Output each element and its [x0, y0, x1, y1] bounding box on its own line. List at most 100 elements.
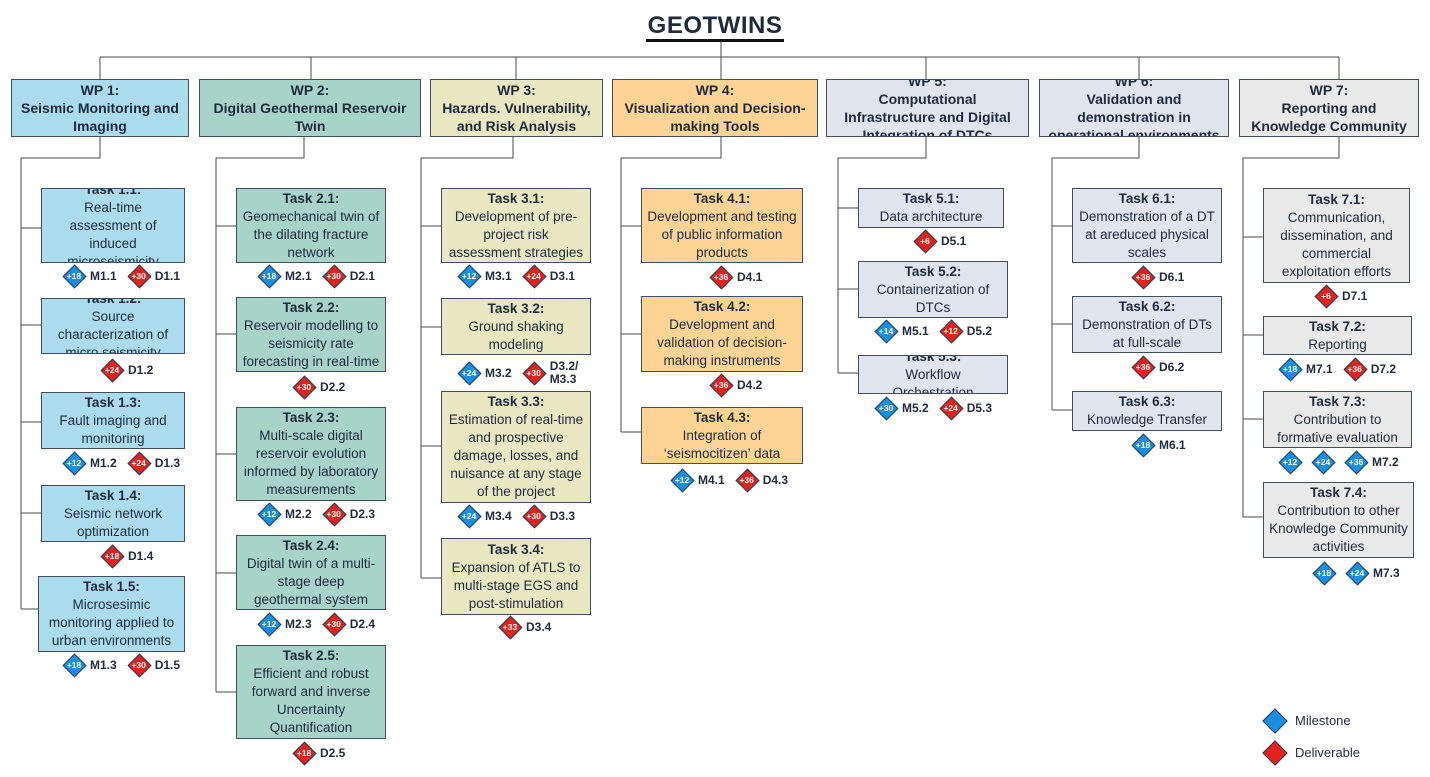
task-3-1: Task 3.1:Development of pre-project risk…: [441, 188, 591, 263]
deliverable-icon: +30: [292, 375, 316, 399]
task-4-3: Task 4.3:Integration of ‘seismocitizen’ …: [641, 407, 803, 464]
diagram-title: GEOTWINS: [0, 12, 1430, 42]
deliverable-icon: +18: [292, 741, 316, 765]
deliverable-icon: +24: [127, 451, 151, 475]
milestone-icon: +12: [457, 264, 481, 288]
deliverable-icon: +30: [322, 502, 346, 526]
deliverable-icon: +36: [1131, 265, 1155, 289]
task-3-3: Task 3.3:Estimation of real-time and pro…: [441, 391, 591, 503]
task-4-2: Task 4.2:Development and validation of d…: [641, 296, 803, 372]
milestone-icon: +18: [62, 653, 86, 677]
deliverable-icon: +18: [100, 544, 124, 568]
task-2-2: Task 2.2:Reservoir modelling to seismici…: [236, 297, 386, 372]
milestone-icon: +24: [1311, 450, 1335, 474]
deliverable-icon: +36: [709, 265, 733, 289]
task-4-1: Task 4.1:Development and testing of publ…: [641, 188, 803, 263]
deliverable-icon: +36: [1343, 357, 1367, 381]
milestone-icon: +24: [1345, 561, 1369, 585]
deliverable-icon: +36: [709, 373, 733, 397]
wp7-box: WP 7:Reporting and Knowledge Community: [1239, 79, 1419, 137]
milestone-icon: +12: [1278, 450, 1302, 474]
task-7-2: Task 7.2:Reporting: [1263, 316, 1412, 355]
wp1-box: WP 1:Seismic Monitoring and Imaging: [11, 79, 189, 137]
milestone-icon: +14: [874, 319, 898, 343]
task-1-4: Task 1.4:Seismic network optimization: [41, 485, 185, 542]
task-1-1: Task 1.1:Real-time assessment of induced…: [41, 188, 185, 263]
milestone-icon: +30: [874, 396, 898, 420]
wp2-box: WP 2:Digital Geothermal Reservoir Twin: [199, 79, 421, 137]
task-6-2: Task 6.2:Demonstration of DTs at full-sc…: [1072, 296, 1222, 353]
deliverable-icon: +12: [939, 319, 963, 343]
milestone-icon: +24: [457, 361, 481, 385]
milestone-icon: +18: [1278, 357, 1302, 381]
deliverable-icon: +6: [1314, 284, 1338, 308]
task-5-1: Task 5.1:Data architecture: [858, 188, 1004, 228]
deliverable-icon: +30: [127, 264, 151, 288]
milestone-icon: +12: [257, 612, 281, 636]
deliverable-icon: +33: [498, 615, 522, 639]
milestone-icon: +18: [257, 264, 281, 288]
task-2-1: Task 2.1:Geomechanical twin of the dilat…: [236, 188, 386, 263]
wp6-box: WP 6:Validation and demonstration in ope…: [1039, 79, 1229, 137]
deliverable-icon: +24: [939, 396, 963, 420]
deliverable-icon: +24: [100, 358, 124, 382]
milestone-icon: +12: [670, 468, 694, 492]
deliverable-icon: [1261, 739, 1287, 765]
task-2-4: Task 2.4:Digital twin of a multi-stage d…: [236, 535, 386, 610]
deliverable-icon: +30: [322, 612, 346, 636]
milestone-icon: +12: [257, 502, 281, 526]
deliverable-icon: +30: [127, 653, 151, 677]
milestone-icon: +36: [1344, 450, 1368, 474]
milestone-icon: +12: [62, 451, 86, 475]
legend-deliverable: Deliverable: [1261, 739, 1360, 765]
wp3-box: WP 3:Hazards. Vulnerability, and Risk An…: [430, 79, 603, 137]
deliverable-icon: +36: [735, 468, 759, 492]
deliverable-icon: +6: [913, 229, 937, 253]
task-7-1: Task 7.1:Communication, dissemination, a…: [1263, 188, 1410, 283]
milestone-icon: +18: [1312, 561, 1336, 585]
task-6-3: Task 6.3:Knowledge Transfer: [1072, 391, 1222, 431]
task-1-2: Task 1.2:Source characterization of micr…: [41, 298, 185, 354]
task-5-3: Task 5.3:Workflow Orchestration: [858, 355, 1008, 394]
task-3-2: Task 3.2:Ground shaking modeling: [441, 298, 591, 355]
task-3-4: Task 3.4:Expansion of ATLS to multi-stag…: [441, 538, 591, 615]
task-7-3: Task 7.3:Contribution to formative evalu…: [1263, 391, 1412, 448]
milestone-icon: +18: [1131, 433, 1155, 457]
wp4-box: WP 4:Visualization and Decision-making T…: [612, 79, 818, 137]
wp5-box: WP 5:Computational Infrastructure and Di…: [826, 79, 1029, 137]
deliverable-icon: +30: [322, 264, 346, 288]
task-6-1: Task 6.1:Demonstration of a DT at areduc…: [1072, 188, 1222, 263]
task-5-2: Task 5.2:Containerization of DTCs: [858, 261, 1008, 318]
milestone-icon: +18: [62, 264, 86, 288]
deliverable-icon: +36: [1131, 355, 1155, 379]
task-2-5: Task 2.5:Efficient and robust forward an…: [236, 645, 386, 739]
deliverable-icon: +30: [522, 504, 546, 528]
deliverable-icon: +30: [522, 361, 546, 385]
legend-milestone: Milestone: [1261, 707, 1351, 733]
task-1-5: Task 1.5:Microsesimic monitoring applied…: [38, 576, 185, 652]
